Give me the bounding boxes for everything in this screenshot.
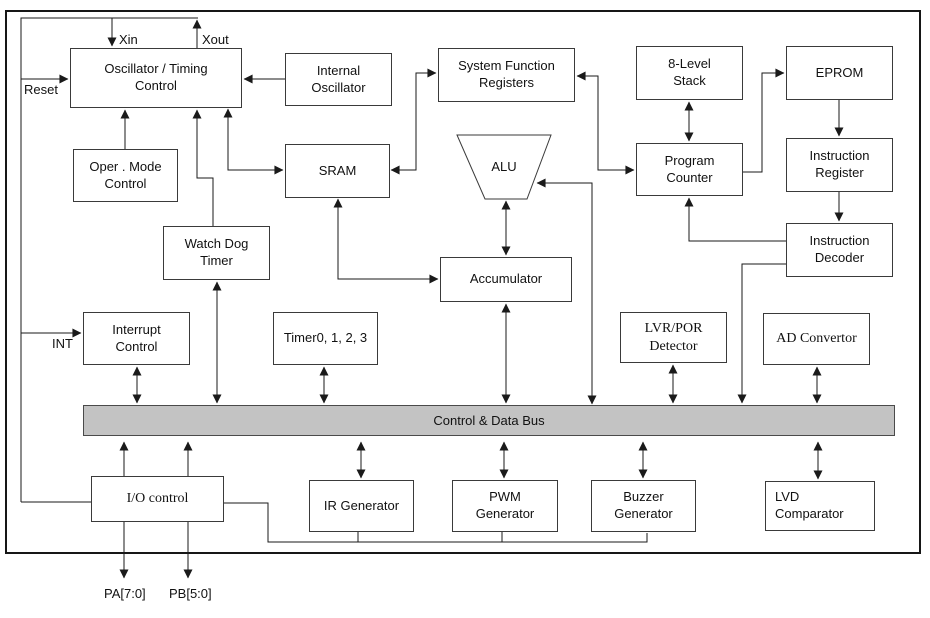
line-sram-sfr: [390, 68, 437, 175]
block-system-function-registers: System Function Registers: [438, 48, 575, 102]
line-top-left-rail: [20, 17, 198, 502]
line-io-generators: [224, 502, 648, 543]
pin-label-pa: PA[7:0]: [104, 586, 146, 601]
block-sram: SRAM: [285, 144, 390, 198]
alu-trapezoid: [456, 134, 552, 200]
block-oscillator-timing-control: Oscillator / Timing Control: [70, 48, 242, 108]
line-sfr-pc: [576, 71, 635, 175]
line-sram-accumulator: [333, 198, 439, 284]
line-instrdec-pc: [684, 197, 786, 242]
block-lvd-comparator: LVD Comparator: [765, 481, 875, 531]
block-interrupt-control: Interrupt Control: [83, 312, 190, 365]
line-pc-eprom: [743, 68, 785, 173]
line-osc-sram: [223, 108, 284, 175]
pin-label-xin: Xin: [119, 32, 138, 47]
diagram-outer-border: [5, 10, 921, 554]
block-oper-mode-control: Oper . Mode Control: [73, 149, 178, 202]
block-eprom: EPROM: [786, 46, 893, 100]
block-alu-label: ALU: [491, 158, 517, 174]
block-watch-dog-timer: Watch Dog Timer: [163, 226, 270, 280]
block-program-counter: Program Counter: [636, 143, 743, 196]
pin-label-int: INT: [52, 336, 73, 351]
control-data-bus: Control & Data Bus: [83, 405, 895, 436]
pin-label-reset: Reset: [24, 82, 58, 97]
block-instruction-decoder: Instruction Decoder: [786, 223, 893, 277]
line-instrdec-bus: [737, 263, 786, 404]
block-lvr-por-detector: LVR/POR Detector: [620, 312, 727, 363]
line-wdt-osc: [192, 109, 214, 226]
block-internal-oscillator: Internal Oscillator: [285, 53, 392, 106]
block-accumulator: Accumulator: [440, 257, 572, 302]
block-io-control: I/O control: [91, 476, 224, 522]
block-buzzer-generator: Buzzer Generator: [591, 480, 696, 532]
block-instruction-register: Instruction Register: [786, 138, 893, 192]
pin-label-pb: PB[5:0]: [169, 586, 212, 601]
block-ir-generator: IR Generator: [309, 480, 414, 532]
block-ad-convertor: AD Convertor: [763, 313, 870, 365]
line-bus-alu: [536, 178, 597, 405]
block-pwm-generator: PWM Generator: [452, 480, 558, 532]
pin-label-xout: Xout: [202, 32, 229, 47]
block-timers: Timer0, 1, 2, 3: [273, 312, 378, 365]
block-8-level-stack: 8-Level Stack: [636, 46, 743, 100]
